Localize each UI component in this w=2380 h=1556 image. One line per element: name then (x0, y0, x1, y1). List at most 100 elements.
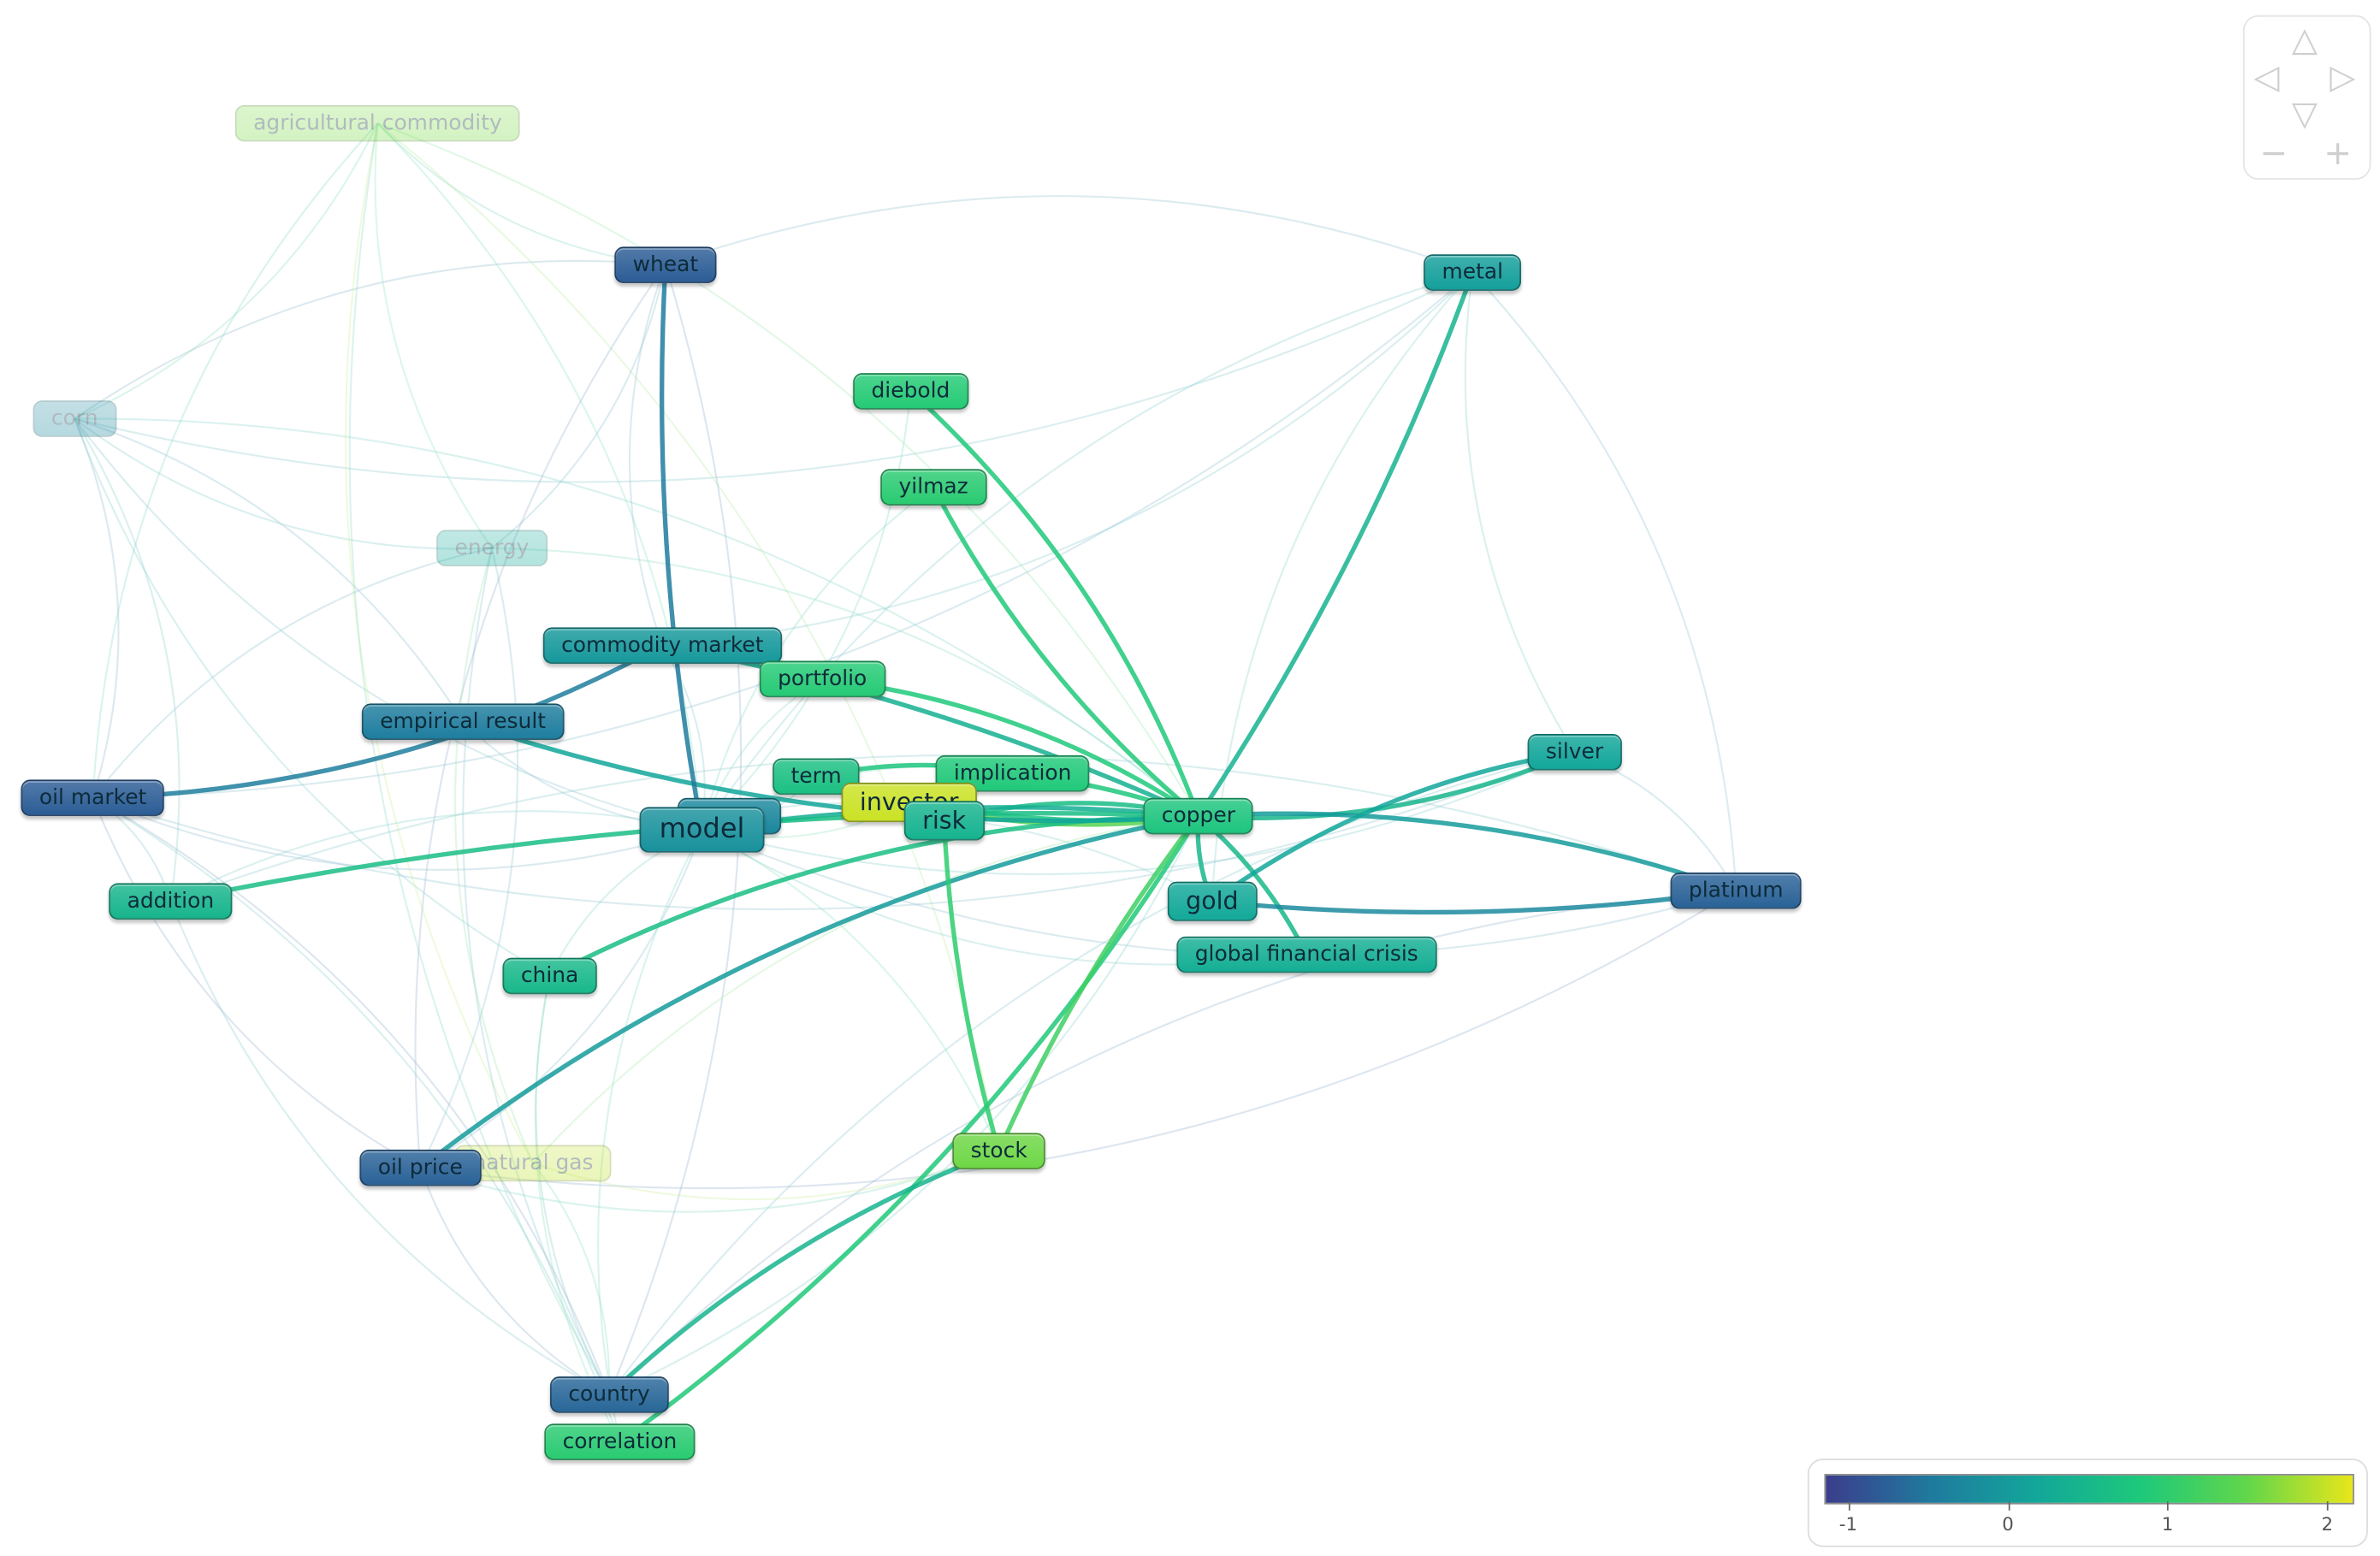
legend-tick-label: 2 (2321, 1513, 2334, 1535)
faint-link-diebold-model (701, 391, 912, 831)
faint-link-metal-platinum (1471, 271, 1738, 891)
faint-link-energy-oil-price (419, 547, 519, 1168)
node-china[interactable]: china (502, 957, 597, 995)
node-correlation[interactable]: correlation (544, 1423, 696, 1461)
faint-link-addition-country (169, 901, 610, 1396)
faint-link-corn-copper (74, 417, 1199, 817)
node-corn[interactable]: corn (33, 400, 116, 437)
faint-link-country-copper (608, 815, 1199, 1396)
faint-link-metal-silver (1464, 272, 1576, 753)
node-silver[interactable]: silver (1527, 733, 1622, 771)
faint-link-corn-oil-market (74, 418, 120, 799)
zoom-in-icon[interactable]: + (2324, 135, 2353, 174)
zoom-out-icon[interactable]: − (2259, 135, 2288, 174)
node-diebold[interactable]: diebold (853, 373, 968, 410)
faint-link-agricultural-commodity-natural-gas (344, 122, 534, 1164)
node-commodity-market[interactable]: commodity market (542, 627, 782, 665)
link-copper-platinum (1196, 811, 1738, 893)
node-global-financial-crisis[interactable]: global financial crisis (1176, 936, 1437, 973)
faint-link-wheat-energy (491, 264, 666, 549)
legend-tick-mark (2008, 1501, 2010, 1511)
pan-right-icon[interactable]: ▷ (2330, 59, 2356, 98)
faint-link-stock-model (702, 829, 1000, 1152)
pan-up-icon[interactable]: ▽ (2291, 24, 2318, 62)
pan-left-icon[interactable]: ◁ (2253, 59, 2280, 98)
node-wheat[interactable]: wheat (614, 246, 717, 284)
faint-link-corn-addition (74, 417, 181, 902)
faint-link-platinum-oil-price (420, 890, 1737, 1190)
link-country-stock (607, 1149, 1002, 1398)
faint-link-metal-oil-market (92, 271, 1473, 799)
legend-tick-label: 0 (2002, 1513, 2014, 1535)
node-empirical-result[interactable]: empirical result (361, 703, 565, 741)
faint-link-agricultural-commodity-wheat (376, 122, 666, 266)
faint-links-layer (74, 122, 1738, 1443)
faint-link-metal-model (701, 271, 1473, 831)
node-energy[interactable]: energy (436, 530, 548, 567)
faint-link-silver-oil-market (92, 751, 1575, 911)
faint-link-corn-empirical-result (74, 417, 465, 723)
node-addition[interactable]: addition (109, 883, 233, 920)
faint-link-oil-market-model (92, 796, 702, 871)
faint-link-natural-gas-copper (532, 815, 1199, 1164)
faint-link-platinum-country (608, 890, 1737, 1396)
node-metal[interactable]: metal (1424, 254, 1522, 291)
node-term[interactable]: term (773, 758, 861, 796)
node-agricultural-commodity[interactable]: agricultural commodity (234, 104, 521, 142)
faint-link-corn-wheat (74, 259, 666, 420)
faint-link-corn-model (74, 417, 702, 831)
link-copper-diebold (908, 388, 1201, 819)
node-country[interactable]: country (549, 1376, 669, 1413)
link-copper-metal (1196, 269, 1475, 819)
link-oil-market-commodity-market (90, 643, 665, 801)
faint-link-addition-model (169, 810, 702, 902)
faint-link-corn-energy (74, 417, 492, 550)
faint-link-platinum-silver (1574, 751, 1738, 891)
faint-link-agricultural-commodity-country (348, 123, 610, 1396)
node-gold[interactable]: gold (1167, 881, 1257, 921)
faint-link-silver-model (702, 751, 1575, 876)
faint-link-agricultural-commodity-oil-market (92, 122, 379, 798)
faint-link-correlation-oil-market (92, 796, 621, 1443)
faint-link-metal-commodity-market (662, 271, 1474, 647)
legend-tick-mark (2327, 1501, 2330, 1511)
faint-link-oil-price-oil-market (92, 797, 421, 1169)
node-yilmaz[interactable]: yilmaz (880, 469, 987, 506)
node-risk[interactable]: risk (903, 801, 985, 841)
faint-link-correlation-model (597, 829, 703, 1442)
color-scale-bar (1824, 1474, 2354, 1505)
faint-link-agricultural-commodity-model (376, 122, 703, 831)
node-implication[interactable]: implication (935, 754, 1090, 792)
faint-link-agricultural-commodity-corn (74, 122, 379, 420)
node-copper[interactable]: copper (1143, 797, 1254, 835)
faint-link-energy-oil-market (92, 547, 493, 799)
node-model[interactable]: model (639, 807, 765, 853)
link-copper-stock (997, 813, 1201, 1154)
faint-link-agricultural-commodity-energy (374, 123, 493, 549)
faint-link-oil-market-country (92, 796, 610, 1395)
link-copper-yilmaz (931, 484, 1201, 819)
node-oil-market[interactable]: oil market (21, 779, 165, 817)
faint-link-china-country (535, 975, 610, 1395)
node-platinum[interactable]: platinum (1670, 872, 1802, 909)
link-wheat-model (659, 263, 705, 832)
faint-link-natural-gas-stock (532, 1150, 1000, 1201)
legend-tick-label: 1 (2161, 1513, 2174, 1535)
faint-link-agricultural-commodity-copper (377, 122, 1199, 817)
faint-link-wheat-commodity-market (628, 264, 666, 647)
faint-link-corn-china (74, 418, 551, 977)
faint-link-wheat-oil-price (414, 264, 666, 1168)
link-copper-correlation (617, 813, 1201, 1445)
node-portfolio[interactable]: portfolio (759, 660, 885, 698)
navigation-control[interactable]: ▽ ◁ ▷ ▽ − + (2242, 15, 2371, 180)
node-oil-price[interactable]: oil price (359, 1149, 482, 1186)
node-stock[interactable]: stock (952, 1133, 1046, 1170)
faint-link-oil-price-model (419, 829, 703, 1169)
faint-link-platinum-addition (169, 754, 1737, 902)
faint-link-wheat-metal (665, 195, 1473, 274)
faint-link-agricultural-commodity-stock (376, 122, 1000, 1151)
pan-down-icon[interactable]: ▽ (2291, 96, 2318, 134)
